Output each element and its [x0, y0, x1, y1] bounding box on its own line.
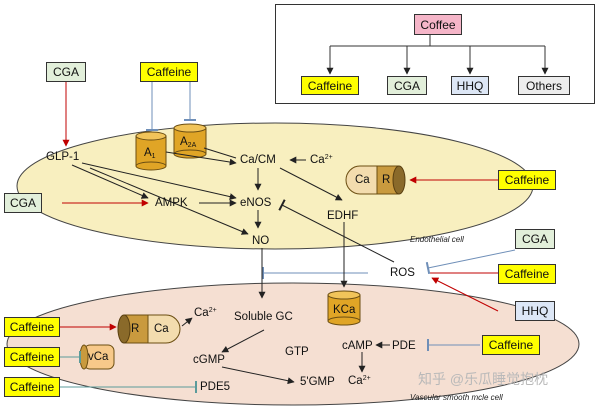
gtp-label: GTP	[285, 346, 309, 358]
r-channel-label: R	[131, 323, 140, 335]
ros-label: ROS	[390, 267, 415, 279]
ca-channel-smooth-label: Ca	[154, 323, 169, 335]
pathway-arrows	[71, 147, 390, 385]
inhibitory-lines	[146, 82, 516, 351]
legend-tree-lines	[326, 34, 549, 75]
ca-channel-r-label: R	[382, 174, 391, 186]
caffeine-right-pde-box: Caffeine	[482, 335, 540, 355]
cga-top-box: CGA	[46, 62, 86, 82]
camp-label: cAMP	[342, 340, 373, 352]
endothelial-cell-label: Endothelial cell	[410, 235, 464, 244]
ca2-bottom-label: Ca2+	[348, 375, 371, 387]
5gmp-label: 5'GMP	[300, 376, 335, 388]
pde5-label: PDE5	[200, 381, 231, 393]
caffeine-left-vca-box: Caffeine	[4, 347, 60, 367]
stimulatory-arrows	[60, 82, 499, 331]
ca-cm-label: Ca/CM	[240, 154, 276, 166]
enos-label: eNOS	[240, 197, 272, 209]
inhibitory-teal-lines	[60, 351, 197, 393]
kca-channel-shape	[327, 290, 361, 326]
cga-right-box: CGA	[515, 229, 555, 249]
ca2-smooth-label: Ca2+	[194, 307, 217, 319]
soluble-gc-label: Soluble GC	[234, 311, 293, 323]
a1-receptor-label: A1	[144, 147, 156, 160]
r-ca-channel-shape	[117, 314, 181, 344]
legend-frame	[275, 4, 595, 104]
ca-channel-ca-label: Ca	[355, 174, 370, 186]
ampk-label: AMPK	[155, 197, 188, 209]
smooth-muscle-cell	[6, 282, 580, 406]
vca-channel-shape	[79, 344, 115, 370]
ca-channel-endothelial-shape	[345, 165, 406, 195]
vca-label: vCa	[88, 351, 109, 363]
watermark: 知乎 @乐瓜睡觉抱枕	[418, 371, 549, 387]
hhq-right-box: HHQ	[515, 301, 555, 321]
a2a-receptor-shape	[173, 123, 207, 159]
legend-coffee-box: Coffee	[414, 14, 462, 35]
caffeine-right-ros-box: Caffeine	[498, 264, 556, 284]
ros-inhibit-enos	[278, 199, 395, 263]
pde-label: PDE	[392, 340, 416, 352]
legend-caffeine-box: Caffeine	[301, 76, 359, 95]
kca-label: KCa	[333, 304, 356, 316]
legend-hhq-box: HHQ	[451, 76, 489, 95]
edhf-label: EDHF	[327, 210, 359, 222]
a2a-receptor-label: A2A	[180, 136, 197, 149]
cgmp-label: cGMP	[193, 354, 225, 366]
legend-others-box: Others	[518, 76, 570, 95]
no-label: NO	[252, 235, 270, 247]
legend-cga-box: CGA	[387, 76, 427, 95]
caffeine-right-ca-box: Caffeine	[498, 170, 556, 190]
cga-left-box: CGA	[4, 193, 42, 213]
caffeine-left-r-box: Caffeine	[4, 317, 60, 337]
smooth-muscle-cell-label: Vascular smooth mcle cell	[410, 393, 503, 402]
endothelial-cell	[16, 122, 534, 250]
glp1-label: GLP-1	[46, 151, 80, 163]
caffeine-left-pde5-box: Caffeine	[4, 377, 60, 397]
ca2-endothelial-label: Ca2+	[310, 154, 333, 166]
a1-receptor-shape	[135, 131, 167, 171]
caffeine-top-box: Caffeine	[140, 62, 198, 82]
